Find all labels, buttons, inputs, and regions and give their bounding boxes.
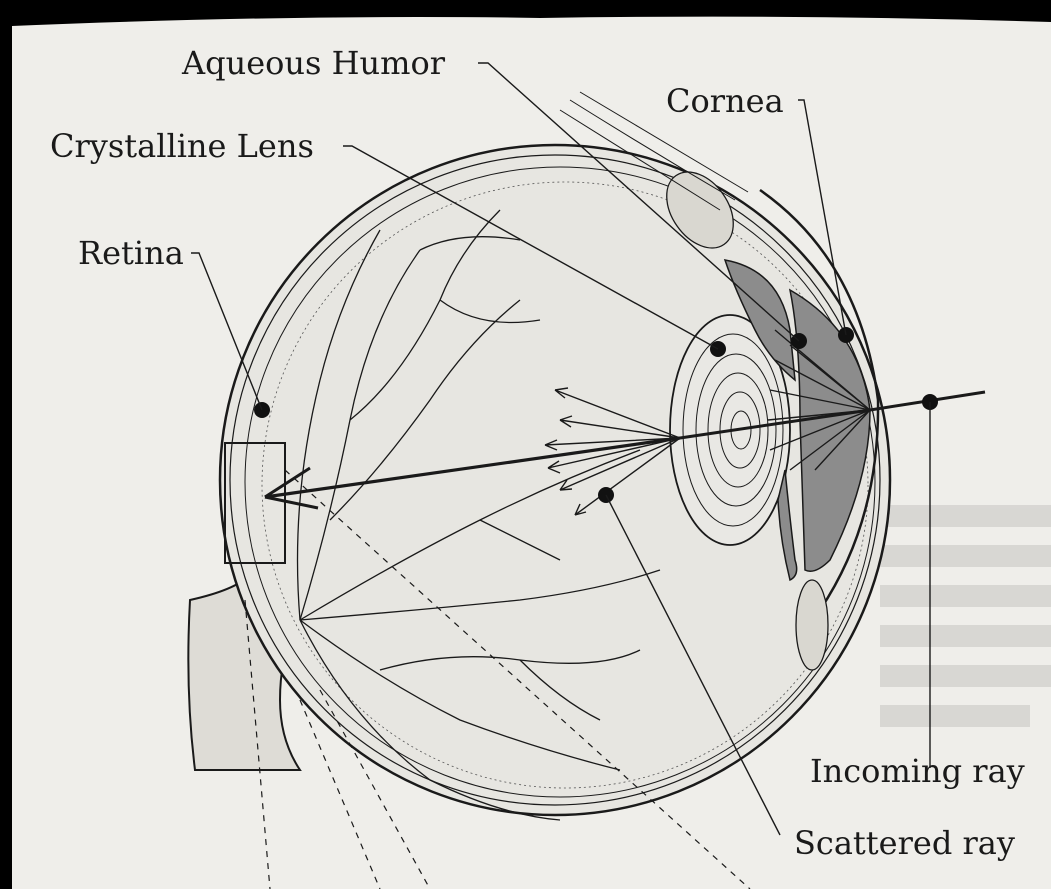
- eyeball: [220, 145, 890, 815]
- label-cornea: Cornea: [666, 82, 784, 120]
- label-scattered-ray: Scattered ray: [794, 824, 1015, 862]
- label-incoming-ray: Incoming ray: [810, 752, 1025, 790]
- label-crystalline-lens: Crystalline Lens: [50, 127, 314, 165]
- top-band: [0, 0, 1051, 14]
- ciliary-body-lower: [796, 580, 828, 670]
- label-retina: Retina: [78, 234, 184, 272]
- label-aqueous-humor: Aqueous Humor: [181, 44, 446, 82]
- left-band: [0, 0, 12, 889]
